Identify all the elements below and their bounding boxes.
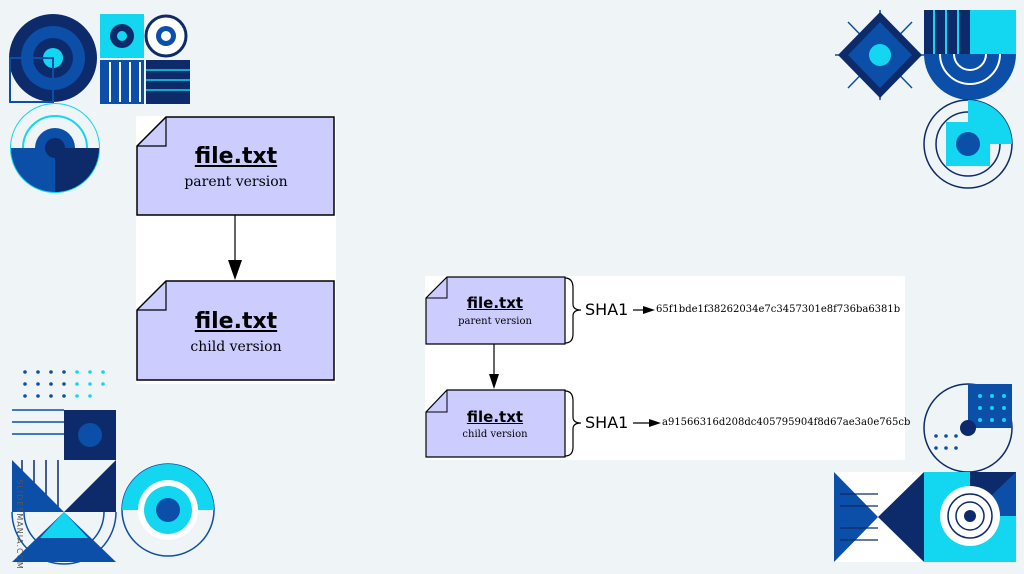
circle-pattern-icon <box>9 14 98 103</box>
parent-file-title: file.txt <box>466 294 524 312</box>
version-arrow-head <box>489 374 499 389</box>
watermark: SLIDESMANIA.COM <box>14 479 24 570</box>
child-file-title: file.txt <box>466 408 524 426</box>
child-document-fold <box>137 281 167 311</box>
child-file-subtitle: child version <box>462 429 528 440</box>
parent-document-fold <box>137 117 167 147</box>
parent-sha-hash: 65f1bde1f38262034e7c3457301e8f736ba6381b <box>656 304 901 315</box>
diagram-right-shapes <box>425 276 661 458</box>
child-hash-arrow-head <box>649 419 661 427</box>
diagram-right-panel: file.txt parent version file.txt child v… <box>425 276 910 460</box>
parent-brace <box>564 277 582 344</box>
diagram-left-panel: file.txt parent version file.txt child v… <box>136 116 336 384</box>
child-document-shape <box>425 389 566 458</box>
triangle-pattern-icon <box>12 460 116 562</box>
child-file-subtitle: child version <box>190 339 282 355</box>
child-document-shape <box>136 280 335 381</box>
version-arrow-head <box>228 260 242 280</box>
parent-file-subtitle: parent version <box>184 174 288 190</box>
dot-grid-icon <box>23 370 105 398</box>
parent-file-title: file.txt <box>194 144 278 169</box>
parent-file-subtitle: parent version <box>458 316 532 327</box>
decor-bottom-right <box>834 383 1016 562</box>
parent-hash-arrow-head <box>643 306 655 314</box>
parent-document-shape <box>425 276 566 345</box>
diamond-icon <box>835 10 925 100</box>
decor-top-right <box>835 10 1016 189</box>
parent-document-fold <box>426 277 448 299</box>
decor-bottom-left <box>11 370 215 565</box>
child-sha-label: SHA1 <box>585 413 629 432</box>
diagram-left-shapes <box>136 116 335 381</box>
child-brace <box>564 390 582 457</box>
decor-top-left <box>9 14 190 193</box>
child-file-title: file.txt <box>194 309 278 334</box>
child-sha-hash: a91566316d208dc405795904f8d67ae3a0e765cb <box>662 417 911 428</box>
child-document-fold <box>426 390 448 413</box>
parent-sha-label: SHA1 <box>585 300 629 319</box>
